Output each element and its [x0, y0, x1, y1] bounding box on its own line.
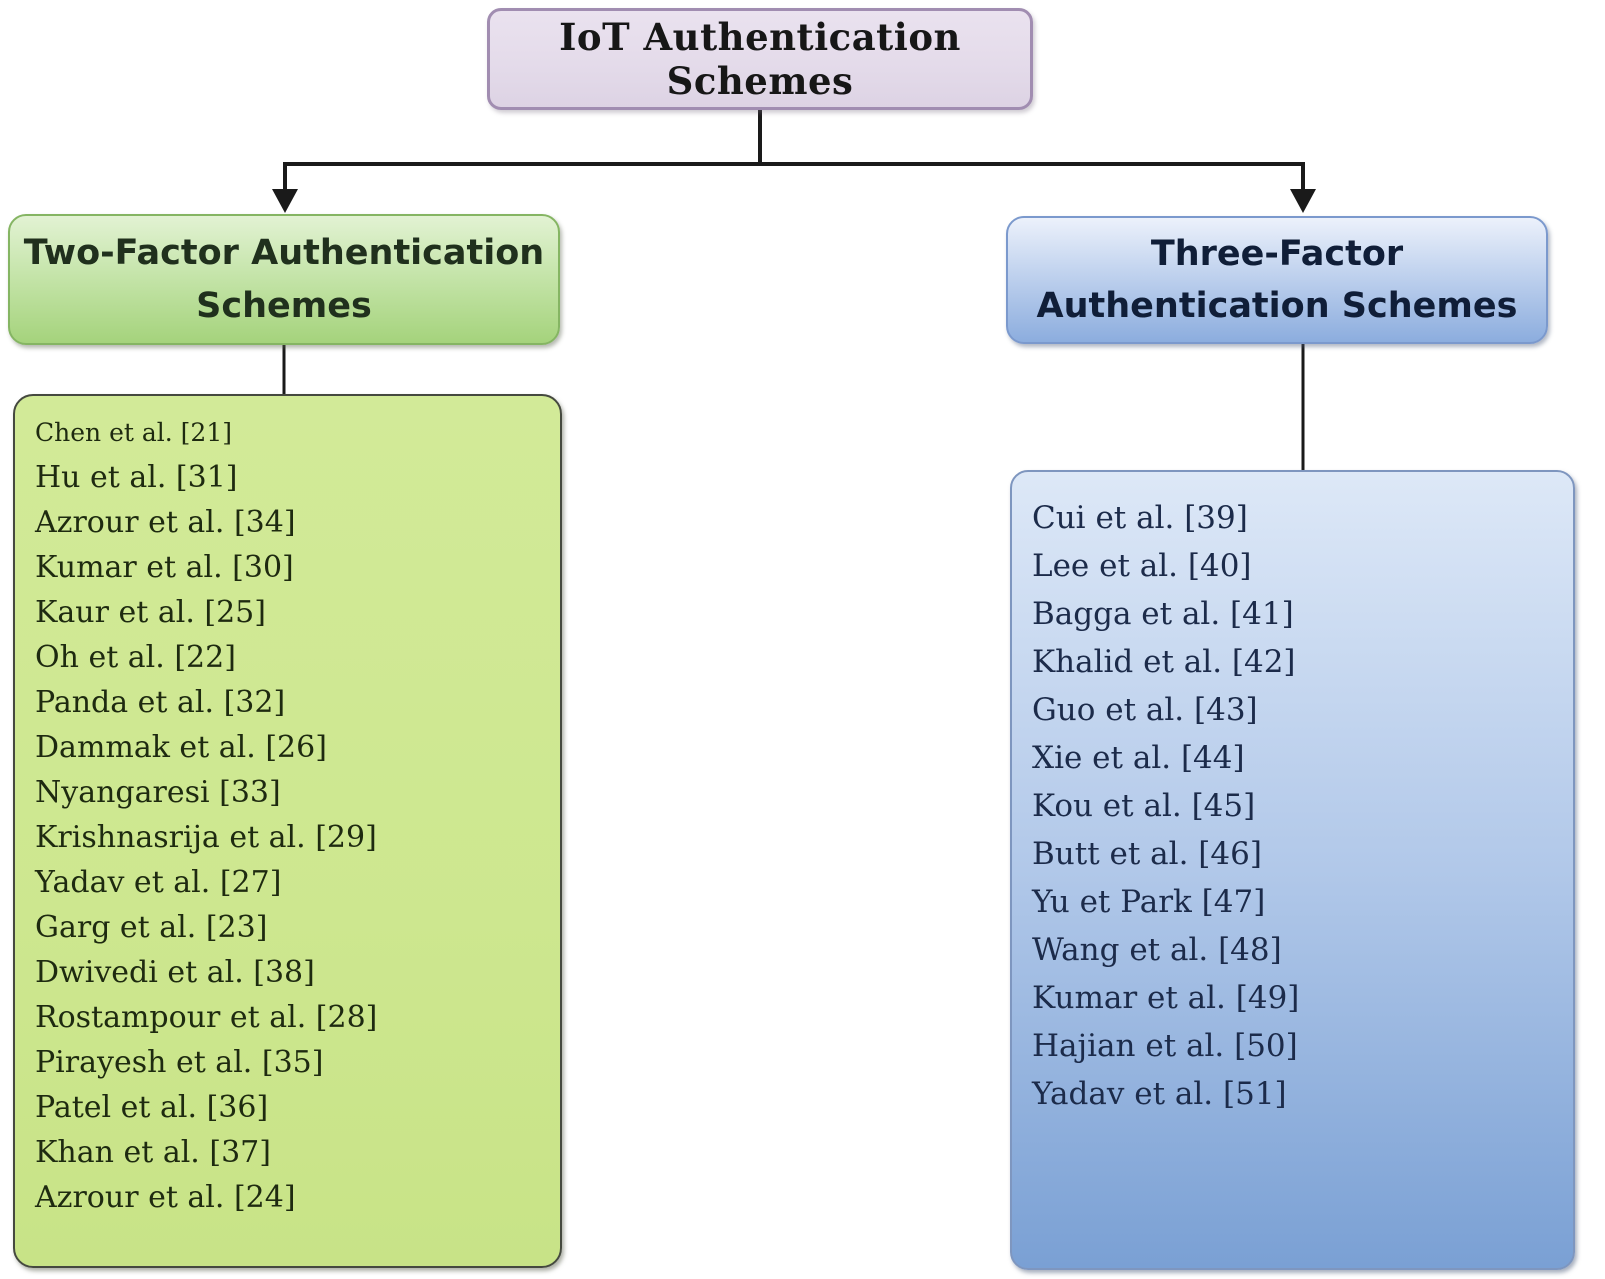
list-item: Rostampour et al. [28]: [35, 1000, 378, 1035]
list-item: Chen et al. [21]: [35, 418, 232, 447]
list-item: Nyangaresi [33]: [35, 775, 281, 810]
two-factor-scheme-list: Chen et al. [21] Hu et al. [31] Azrour et …: [13, 394, 562, 1268]
list-item: Patel et al. [36]: [35, 1090, 269, 1125]
list-item: Panda et al. [32]: [35, 685, 286, 720]
list-item: Wang et al. [48]: [1032, 932, 1282, 968]
list-item: Pirayesh et al. [35]: [35, 1045, 324, 1080]
right-arrowhead-icon: [1290, 189, 1316, 213]
list-item: Cui et al. [39]: [1032, 500, 1248, 536]
list-item: Hajian et al. [50]: [1032, 1028, 1298, 1064]
list-item: Khalid et al. [42]: [1032, 644, 1296, 680]
list-item: Dwivedi et al. [38]: [35, 955, 315, 990]
list-item: Yu et Park [47]: [1032, 884, 1266, 920]
three-factor-scheme-list: Cui et al. [39] Lee et al. [40] Bagga et a…: [1010, 470, 1575, 1270]
list-item: Xie et al. [44]: [1032, 740, 1245, 776]
list-item: Kaur et al. [25]: [35, 595, 266, 630]
list-item: Dammak et al. [26]: [35, 730, 327, 765]
list-item: Kou et al. [45]: [1032, 788, 1256, 824]
list-item: Butt et al. [46]: [1032, 836, 1262, 872]
list-item: Azrour et al. [24]: [35, 1180, 296, 1215]
list-item: Krishnasrija et al. [29]: [35, 820, 377, 855]
list-item: Kumar et al. [49]: [1032, 980, 1300, 1016]
list-item: Garg et al. [23]: [35, 910, 268, 945]
branch-header-two-factor: Two-Factor Authentication Schemes: [8, 214, 560, 345]
list-item: Khan et al. [37]: [35, 1135, 271, 1170]
list-item: Kumar et al. [30]: [35, 550, 294, 585]
list-item: Hu et al. [31]: [35, 460, 238, 495]
list-item: Lee et al. [40]: [1032, 548, 1252, 584]
list-item: Azrour et al. [34]: [35, 505, 296, 540]
list-item: Yadav et al. [27]: [35, 865, 282, 900]
left-arrowhead-icon: [272, 189, 298, 213]
list-item: Bagga et al. [41]: [1032, 596, 1294, 632]
list-item: Yadav et al. [51]: [1032, 1076, 1287, 1112]
list-item: Guo et al. [43]: [1032, 692, 1258, 728]
branch-header-three-factor: Three-Factor Authentication Schemes: [1006, 216, 1548, 344]
list-item: Oh et al. [22]: [35, 640, 236, 675]
root-node-iot-authentication-schemes: IoT Authentication Schemes: [487, 8, 1033, 110]
